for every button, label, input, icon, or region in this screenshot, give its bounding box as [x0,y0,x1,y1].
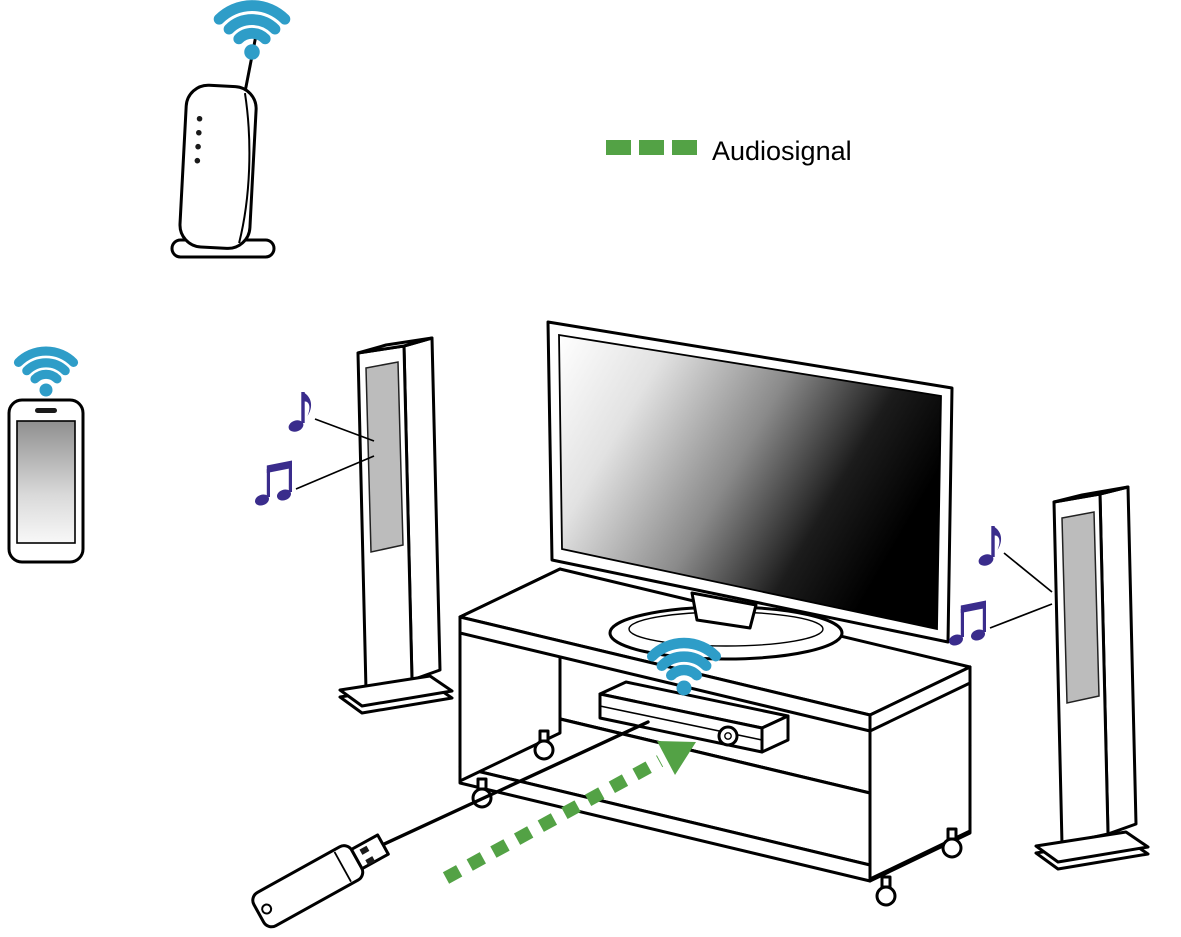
smartphone-wifi-icon [18,351,73,396]
usb-adapter [251,833,390,929]
tv [546,320,954,661]
usb-body [251,844,365,929]
tv-stand-neck [690,591,758,630]
usb-lanyard-hole [261,903,273,915]
caster-wheel [875,875,897,907]
beamed-notes-icon [251,458,295,509]
speaker-top [1052,485,1130,504]
audio-signal-arrow [442,741,696,884]
router-led [194,157,201,164]
usb-connector-pin [359,845,370,855]
receiver-side [760,714,790,754]
beamed-notes-icon [945,598,989,649]
router-antenna [243,29,259,93]
sound-line [989,603,1053,629]
legend: Audiosignal [606,136,852,166]
usb-connector-pin [365,856,376,866]
eighth-note-icon [975,524,1003,570]
router-wifi-icon [219,6,285,60]
receiver [598,643,790,754]
router [170,6,285,259]
signal-arrowhead [657,741,696,775]
speaker-grille [365,361,404,553]
speaker-base-top [338,674,454,708]
legend-dash [672,140,697,155]
caster-wheel [941,827,963,859]
sound-line [295,455,375,490]
eighth-note-icon [285,390,313,436]
legend-label: Audiosignal [712,136,852,166]
router-edge-line [238,92,251,244]
usb-connector [349,833,390,871]
legend-dash [639,140,664,155]
signal-dashes [442,755,664,884]
usb-connection-line [378,720,650,848]
caster-wheel [533,729,555,761]
smartphone-screen [16,420,76,544]
tv-screen [558,333,942,631]
router-led [196,115,203,122]
sound-line [1003,552,1053,593]
smartphone-earpiece [35,408,57,413]
router-led [196,129,202,136]
smartphone [7,351,85,564]
speaker-left [338,336,454,715]
router-body [178,83,258,250]
router-led [195,143,201,150]
speaker-right [1034,485,1150,871]
music-notes-left [251,390,375,509]
speaker-base-top [1034,830,1150,864]
sound-line [314,418,375,442]
speaker-top [356,336,434,355]
receiver-knob [717,725,739,747]
legend-dash [606,140,631,155]
music-notes-right [945,524,1053,649]
speaker-grille [1061,511,1100,704]
